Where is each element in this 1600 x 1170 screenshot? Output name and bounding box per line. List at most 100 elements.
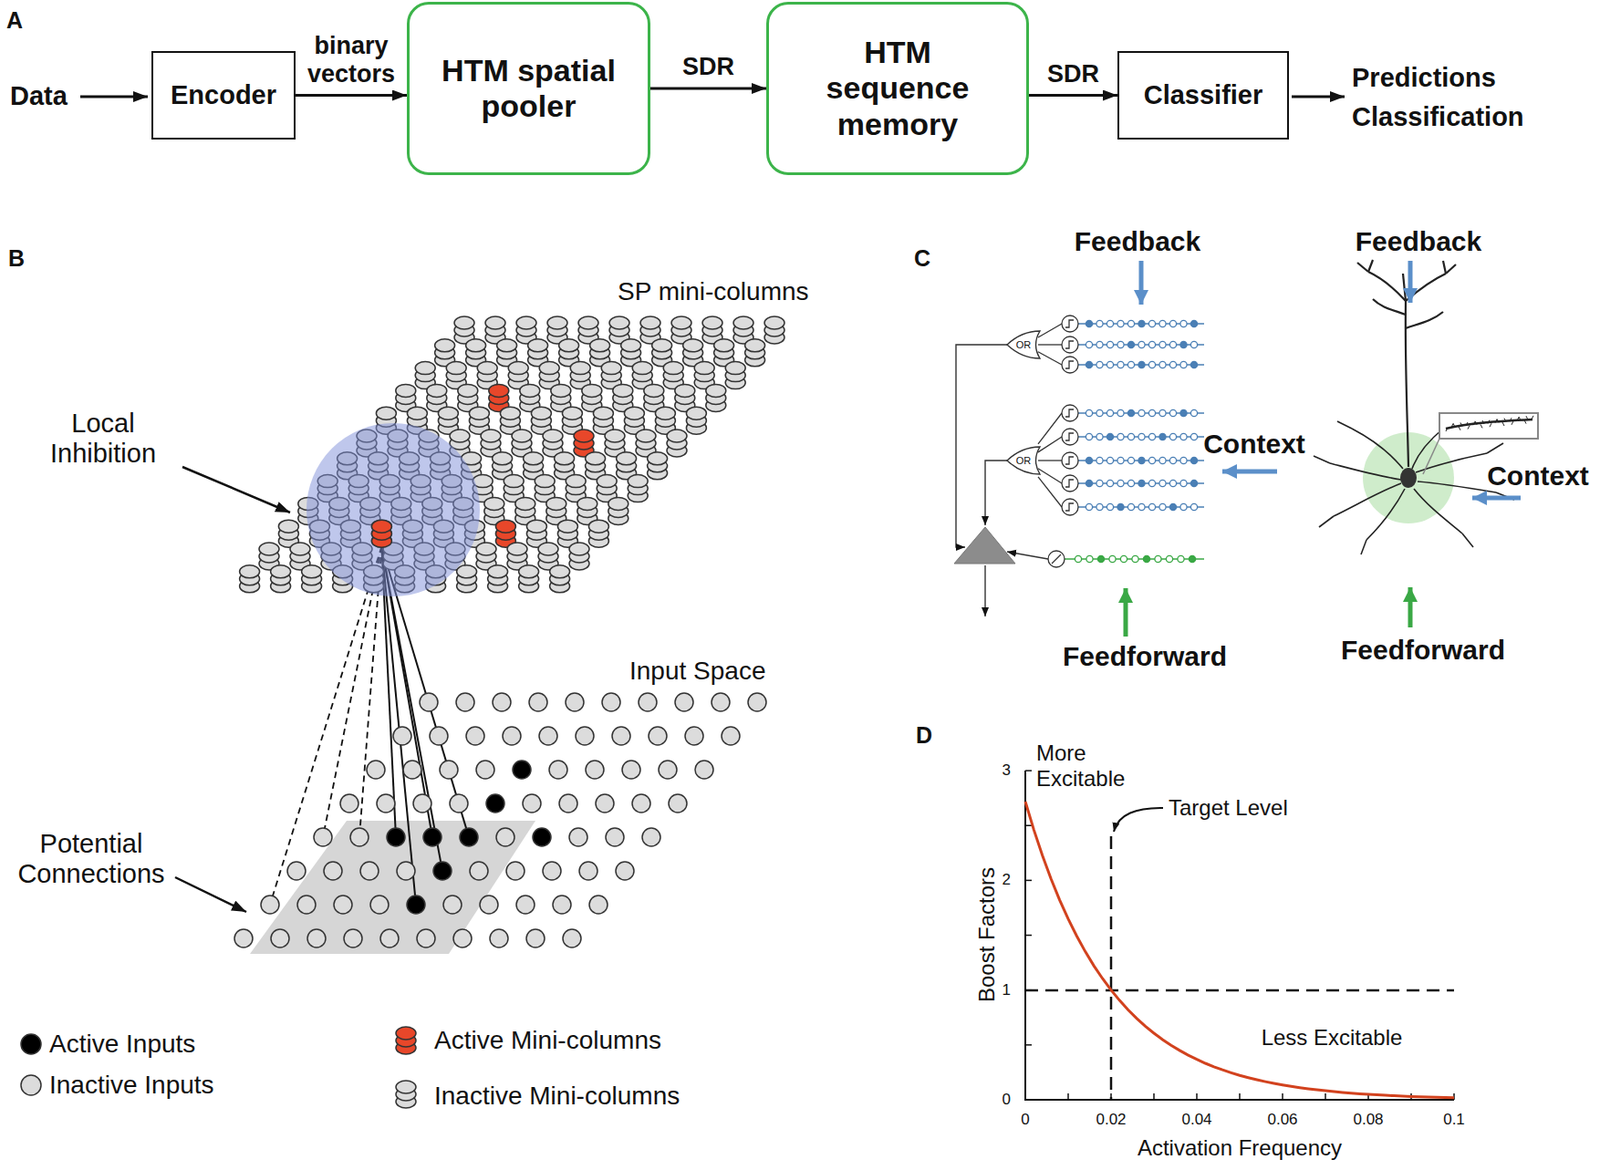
- synapse: [1190, 409, 1197, 416]
- mini-column: [608, 497, 629, 525]
- panel-letter: A: [6, 7, 23, 34]
- target-line: [1110, 836, 1113, 1101]
- mini-column-disc: [550, 565, 571, 579]
- synapse: [1159, 409, 1166, 416]
- mini-column-disc: [239, 565, 260, 579]
- or-gate: [1007, 331, 1040, 359]
- synapse: [1138, 457, 1145, 464]
- input-bit: [552, 895, 572, 915]
- gate-input: [1038, 352, 1062, 365]
- input-bit: [403, 760, 422, 780]
- mini-column-disc: [557, 519, 578, 533]
- mini-column-disc: [371, 519, 392, 533]
- mini-column-disc: [519, 384, 541, 397]
- mini-column-disc: [621, 339, 642, 353]
- input-bit: [589, 895, 608, 915]
- mini-column: [627, 475, 648, 503]
- input-bit: [539, 727, 558, 746]
- synapse: [1127, 361, 1134, 368]
- mini-column: [725, 362, 746, 390]
- synapse: [1096, 409, 1103, 416]
- panel-c-illustration: [954, 259, 1538, 637]
- dendrite: [1329, 463, 1402, 480]
- y-tick: [1025, 935, 1032, 937]
- input-label: Feedforward: [1062, 641, 1227, 674]
- synapse: [1169, 361, 1176, 368]
- synapse: [1106, 433, 1113, 440]
- input-bit: [585, 760, 604, 780]
- mini-column: [550, 565, 571, 593]
- mini-column-disc: [601, 362, 622, 375]
- legend-text: Inactive Mini-columns: [434, 1081, 680, 1112]
- mini-column: [395, 1080, 416, 1109]
- panel-d-chart: [1025, 770, 1455, 1101]
- tick-label: 0: [1020, 1111, 1029, 1130]
- input-bit: [340, 794, 359, 813]
- synapse: [1096, 503, 1103, 510]
- mini-column-disc: [516, 316, 537, 330]
- input-bit: [638, 693, 657, 712]
- synapse: [1159, 457, 1166, 464]
- input-bit: [486, 794, 505, 813]
- mini-column: [239, 565, 260, 593]
- mini-column-disc: [570, 362, 591, 375]
- mini-column-disc: [406, 406, 427, 420]
- input-bit: [423, 828, 442, 847]
- mini-column-disc: [538, 542, 559, 556]
- mini-column-disc: [578, 316, 599, 330]
- mini-column-disc: [764, 316, 785, 330]
- input-bit: [413, 794, 432, 813]
- synapse: [1106, 409, 1113, 416]
- synapse: [1159, 361, 1166, 368]
- synapse: [1169, 320, 1176, 327]
- synapse: [1120, 555, 1127, 562]
- input-bit: [529, 693, 548, 712]
- feedforward-arrow: [1408, 587, 1413, 628]
- synapse: [1177, 555, 1185, 562]
- synapse: [1180, 361, 1187, 368]
- input-bit: [333, 895, 353, 915]
- mini-column-disc: [371, 519, 392, 533]
- synapse: [1117, 479, 1124, 487]
- dendrite: [1445, 264, 1456, 274]
- mini-column: [270, 565, 291, 593]
- dendrite: [1313, 456, 1330, 464]
- mini-column-disc: [706, 384, 727, 397]
- input-bit: [569, 828, 588, 847]
- input-bit: [376, 794, 395, 813]
- mini-column-disc: [495, 519, 516, 533]
- mini-column-disc: [725, 362, 746, 375]
- gate-output: [985, 460, 1008, 526]
- axis-title: Activation Frequency: [1137, 1135, 1342, 1162]
- input-bit: [615, 862, 634, 881]
- synapse: [1138, 479, 1145, 487]
- synapse: [1190, 479, 1197, 487]
- mini-column-disc: [484, 497, 505, 510]
- mini-column-disc: [609, 316, 630, 330]
- synapse: [1074, 555, 1081, 562]
- panel-b-illustration: [20, 316, 785, 1109]
- input-bit: [565, 693, 584, 712]
- mini-column-disc: [550, 384, 572, 397]
- mini-column-disc: [301, 565, 323, 579]
- edge-label: SDR: [658, 52, 759, 82]
- mini-column-disc: [666, 429, 687, 443]
- gate-output: [955, 344, 1008, 548]
- mini-column-disc: [485, 316, 506, 330]
- input-bit: [748, 693, 767, 712]
- dendrite: [1319, 516, 1334, 528]
- input-bit: [562, 929, 582, 948]
- layer-label: Input Space: [629, 656, 766, 686]
- axis: [1025, 770, 1455, 1101]
- mini-column-disc: [446, 362, 467, 375]
- mini-column-disc: [612, 384, 634, 397]
- inset-leader: [1423, 438, 1440, 475]
- gate-input: [1038, 436, 1062, 453]
- synapse: [1190, 433, 1197, 440]
- synapse: [1085, 320, 1092, 327]
- threshold-symbol: [1061, 405, 1079, 422]
- x-tick: [1195, 1093, 1198, 1101]
- dendrite-segment: [1078, 503, 1205, 510]
- synapse: [1086, 555, 1093, 562]
